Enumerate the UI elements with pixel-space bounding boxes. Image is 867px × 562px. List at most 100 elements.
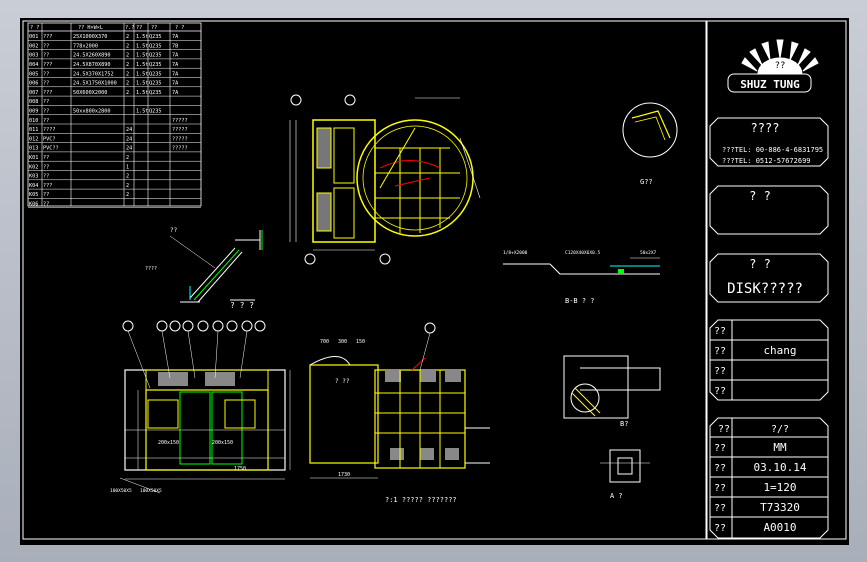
table-cell: ?? <box>43 43 49 49</box>
table-cell: K04 <box>29 183 38 189</box>
cad-canvas[interactable]: ? ? ?? H×W×L ?.? ?? ?? ? ? 001???25X1000… <box>20 18 849 545</box>
table-cell: 1.5t <box>136 34 149 40</box>
cad-drawing: ? ? ?? H×W×L ?.? ?? ?? ? ? 001???25X1000… <box>22 20 847 540</box>
table-header-note: ? ? <box>175 25 184 31</box>
table-cell: 1.5t <box>136 53 149 59</box>
section-bb-caption: B-B ? ? <box>565 297 595 305</box>
table-cell: 006 <box>29 81 38 87</box>
handrail-drawing: ?? ???? ? ? ? <box>145 227 263 310</box>
svg-text:? ??: ? ?? <box>335 378 350 385</box>
table-cell: 2 <box>126 62 129 68</box>
table-cell: 24.5X870X890 <box>73 62 110 68</box>
spec-row-label: ?? <box>714 523 726 534</box>
table-cell: ?? <box>43 164 49 170</box>
svg-text:200x150: 200x150 <box>212 440 233 446</box>
svg-text:150: 150 <box>356 339 365 345</box>
table-cell: 008 <box>29 99 38 105</box>
table-cell: ????? <box>172 146 188 152</box>
table-cell: 1.5t <box>136 43 149 49</box>
table-header-mat: ?? <box>151 25 157 31</box>
table-cell: 002 <box>29 43 38 49</box>
svg-text:????: ???? <box>145 266 157 272</box>
table-cell: Q235 <box>149 81 162 87</box>
detail-g-drawing: G?? <box>622 102 678 186</box>
svg-text:700: 700 <box>320 339 329 345</box>
table-cell: 1.5t <box>136 62 149 68</box>
table-cell: 7A <box>172 34 179 40</box>
table-cell: ?? <box>43 53 49 59</box>
dim-1750: 1750 <box>234 466 246 472</box>
info-row-label: ?? <box>714 366 726 377</box>
table-cell: ??? <box>43 90 52 96</box>
table-cell: 7A <box>172 62 179 68</box>
table-cell: 003 <box>29 53 38 59</box>
spec-row-label: ?? <box>714 483 726 494</box>
svg-text:100X50X5: 100X50X5 <box>140 488 162 494</box>
info-row-label: ?? <box>714 386 726 397</box>
table-cell: 7A <box>172 53 179 59</box>
table-cell: 7A <box>172 90 179 96</box>
table-cell: ????? <box>172 118 188 124</box>
table-cell: 24 <box>126 127 132 133</box>
note-line: ?:1 ????? ??????? <box>385 496 457 504</box>
table-cell: 24.5X1750X1000 <box>73 81 117 87</box>
table-cell: 001 <box>29 34 38 40</box>
box2-label: ? ? <box>749 189 771 203</box>
logo-top-text: ?? <box>775 61 786 71</box>
table-cell: ?? <box>43 71 49 77</box>
table-cell: Q235 <box>149 90 162 96</box>
table-cell: ?? <box>43 118 49 124</box>
table-cell: 2 <box>126 71 129 77</box>
table-cell: 24 <box>126 146 132 152</box>
table-cell: 007 <box>29 90 38 96</box>
table-cell: 013 <box>29 146 38 152</box>
tel2-text: ???TEL: 0512-57672699 <box>722 157 811 165</box>
table-cell: 2 <box>126 81 129 87</box>
table-cell: Q235 <box>149 34 162 40</box>
table-cell: ??? <box>43 62 52 68</box>
table-cell: Q235 <box>149 109 162 115</box>
table-cell: 24.5X260X890 <box>73 53 110 59</box>
table-cell: ?? <box>43 81 49 87</box>
table-cell: ?? <box>43 99 49 105</box>
detail-g-caption: G?? <box>640 178 653 186</box>
detail-a-drawing: A ? <box>600 449 650 500</box>
table-cell: ????? <box>172 127 188 133</box>
table-cell: 1 <box>126 164 129 170</box>
box3-label: ? ? <box>749 257 771 271</box>
svg-text:1/8+X2000: 1/8+X2000 <box>503 250 528 256</box>
svg-text:300: 300 <box>338 339 347 345</box>
parts-table: ? ? ?? H×W×L ?.? ?? ?? ? ? 001???25X1000… <box>27 22 202 208</box>
logo-brand-text: SHUZ TUNG <box>740 78 800 91</box>
dim-1730: 1730 <box>338 472 350 478</box>
drawing-border <box>22 20 707 540</box>
spec-row-value: A0010 <box>763 521 796 534</box>
table-cell: K06 <box>29 202 38 208</box>
svg-text:200x150: 200x150 <box>158 440 179 446</box>
detail-a-caption: A ? <box>610 492 623 500</box>
info-row-label: ?? <box>714 346 726 357</box>
top-view-caption: ? ? ? <box>230 301 254 310</box>
table-header-size: ?? H×W×L <box>78 25 103 31</box>
svg-text:100X50X5: 100X50X5 <box>110 488 132 494</box>
spec-header: ?/? <box>771 424 789 435</box>
detail-b-drawing: B? <box>563 355 661 428</box>
tel1-text: ???TEL: 00-886-4-6831795 <box>722 146 823 154</box>
table-cell: PVC? <box>43 136 56 142</box>
table-cell: 50xx800x2800 <box>73 109 110 115</box>
table-cell: 1.5t <box>136 109 149 115</box>
table-cell: K01 <box>29 155 38 161</box>
table-cell: Q235 <box>149 43 162 49</box>
spec-row-label: ?? <box>714 443 726 454</box>
disk-label: DISK????? <box>727 281 803 297</box>
company-label: ???? <box>751 121 780 135</box>
svg-text:??: ?? <box>718 424 730 435</box>
spec-row-value: 03.10.14 <box>754 461 807 474</box>
table-cell: 7A <box>172 81 179 87</box>
spec-row-label: ?? <box>714 503 726 514</box>
table-cell: ????? <box>172 136 188 142</box>
table-cell: 010 <box>29 118 38 124</box>
table-cell: 778x2000 <box>73 43 98 49</box>
table-cell: ?? <box>43 192 49 198</box>
